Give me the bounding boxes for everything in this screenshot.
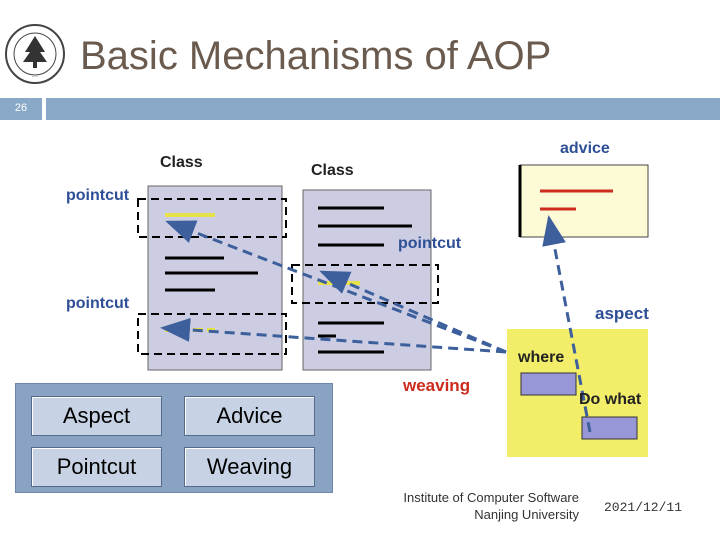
aspect-label: aspect — [595, 304, 649, 323]
institute-name: Institute of Computer Software — [403, 490, 579, 505]
do-what-label: Do what — [579, 391, 642, 408]
class-label: Class — [311, 162, 354, 179]
pointcut-label: pointcut — [398, 235, 462, 252]
university-seal-logo: ····· — [5, 24, 65, 84]
slide-number: 26 — [14, 102, 28, 114]
weaving-arrow — [160, 317, 507, 354]
slide-number-bar — [0, 98, 42, 120]
concepts-panel: Aspect Advice Pointcut Weaving — [15, 383, 333, 493]
where-slot — [520, 372, 577, 396]
do-what-slot — [581, 416, 638, 440]
footer-date: 2021/12/11 — [604, 500, 683, 515]
advice-label: advice — [560, 140, 610, 157]
header-bar — [46, 98, 720, 120]
page-title: Basic Mechanisms of AOP — [80, 34, 552, 78]
aspect-cell: Aspect — [31, 396, 162, 436]
weaving-label: weaving — [402, 376, 470, 395]
weaving-cell: Weaving — [184, 447, 315, 487]
pointcut-label: pointcut — [66, 295, 130, 312]
pointcut-region-2 — [137, 313, 287, 355]
pointcut-cell: Pointcut — [31, 447, 162, 487]
university-name: Nanjing University — [474, 507, 579, 522]
advice-arrow — [542, 215, 592, 433]
pointcut-region-1 — [137, 198, 287, 238]
pointcut-region-3 — [291, 264, 439, 304]
class-label: Class — [160, 154, 203, 171]
pointcut-label: pointcut — [66, 187, 130, 204]
advice-box — [519, 164, 649, 238]
where-label: where — [517, 349, 564, 366]
footer-institute: Institute of Computer Software Nanjing U… — [360, 489, 579, 523]
advice-cell: Advice — [184, 396, 315, 436]
svg-text:·····: ····· — [32, 74, 38, 79]
weaving-arrow — [319, 270, 507, 354]
